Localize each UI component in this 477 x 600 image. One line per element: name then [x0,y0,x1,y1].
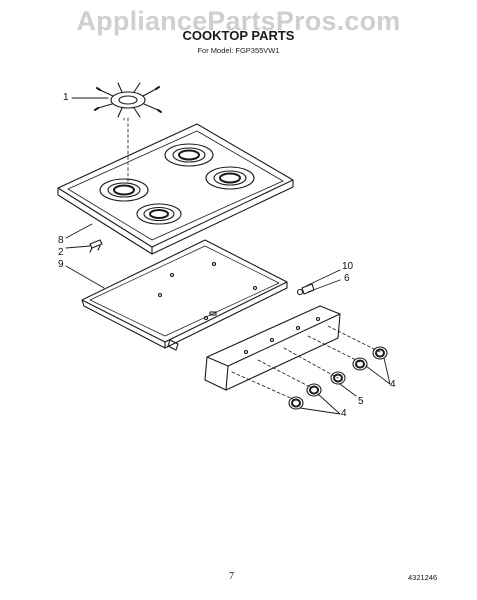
page-number: 7 [229,571,234,582]
callout-10: 10 [342,261,354,272]
burner-box [81,239,288,351]
burner-opening-front-left [99,178,149,202]
burner-grate [94,82,162,118]
burner-opening-front-right [136,203,182,225]
control-manifold-panel [204,305,341,391]
callout-2: 2 [58,247,64,258]
callout-1: 1 [63,92,69,103]
burner-opening-rear-right [205,166,255,190]
model-line: For Model: FGP355VW1 [197,46,280,55]
valve-fitting [296,283,315,296]
knob-rear-right [372,346,388,360]
document-number: 4321246 [408,573,438,582]
diagram-title: COOKTOP PARTS [182,28,295,43]
cooktop-panel [57,123,294,255]
knob-rear-middle [352,357,368,371]
callout-8: 8 [58,235,64,246]
callout-5: 5 [358,396,364,407]
watermark: AppliancePartsPros.com [76,6,401,36]
knob-center [330,371,346,385]
clip-part [89,239,103,253]
burner-opening-rear-left [164,143,214,167]
callout-9: 9 [58,259,64,270]
callout-4-lower: 4 [341,408,347,419]
callout-4-upper: 4 [390,379,396,390]
callout-6: 6 [344,273,350,284]
knob-front-middle [306,383,322,397]
knob-front-left [288,396,304,410]
